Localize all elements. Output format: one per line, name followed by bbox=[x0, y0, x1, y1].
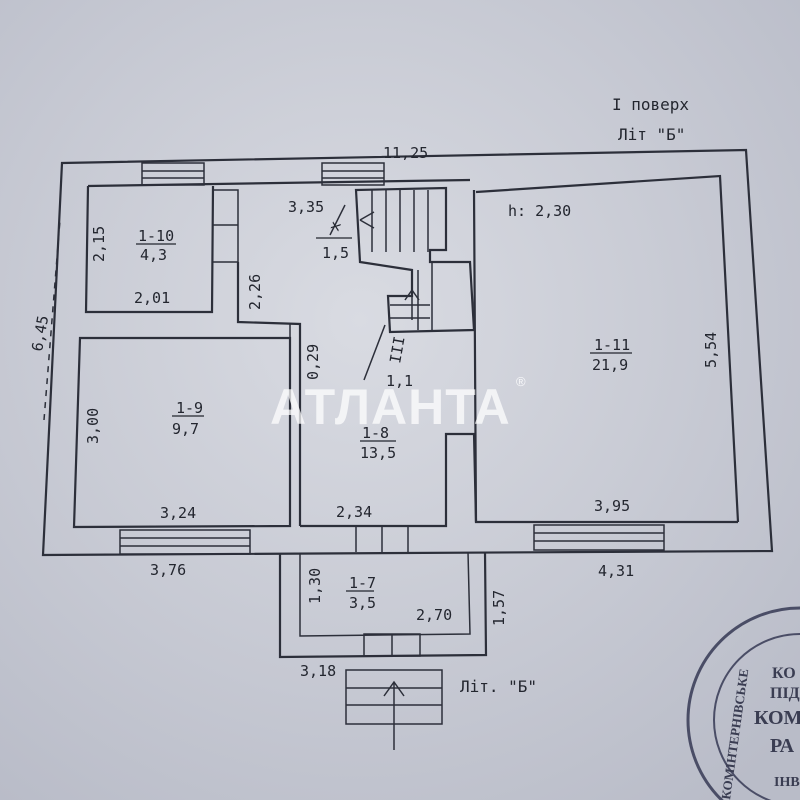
room-1-7-height: 1,30 bbox=[306, 568, 324, 604]
left-dimension-line bbox=[43, 219, 61, 421]
dim-porch-depth: 1,57 bbox=[490, 590, 508, 626]
room-1-11-id: 1-11 bbox=[594, 336, 630, 354]
stair-iii-area: 1,1 bbox=[386, 372, 413, 390]
dim-left-height: 6,45 bbox=[28, 314, 52, 353]
stair-iii-id: III bbox=[386, 335, 408, 365]
dim-partition: 0,29 bbox=[304, 344, 322, 380]
entry-steps bbox=[345, 669, 443, 750]
room-1-10-area: 4,3 bbox=[140, 246, 167, 264]
bottom-window-right bbox=[533, 524, 665, 551]
stamp-line-5: ІНВ bbox=[774, 775, 800, 790]
room-1-10-walls bbox=[84, 185, 215, 314]
door-1-10 bbox=[213, 189, 239, 263]
bottom-window-left bbox=[119, 529, 251, 555]
bottom-door bbox=[355, 526, 409, 552]
dim-total-width: 11,25 bbox=[383, 144, 428, 162]
watermark-text: АТЛАНТА bbox=[270, 379, 511, 435]
room-1-9-id: 1-9 bbox=[176, 399, 203, 417]
lit-label-bottom: Літ. "Б" bbox=[460, 677, 537, 696]
dim-bottom-right: 4,31 bbox=[598, 562, 634, 580]
dim-porch-width: 3,18 bbox=[300, 662, 336, 680]
room-1-8-area: 13,5 bbox=[360, 444, 396, 462]
room-1-9-walls bbox=[72, 336, 292, 529]
watermark-registered: ® bbox=[516, 374, 526, 389]
room-1-9-area: 9,7 bbox=[172, 420, 199, 438]
lit-label-top: Літ "Б" bbox=[618, 125, 685, 144]
ceiling-height: h: 2,30 bbox=[508, 202, 571, 220]
dim-bottom-left: 3,76 bbox=[150, 561, 186, 579]
top-window-left bbox=[141, 162, 205, 186]
staircase bbox=[329, 186, 476, 381]
porch-door bbox=[363, 633, 421, 657]
room-1-7-area: 3,5 bbox=[349, 594, 376, 612]
room-1-11-width: 3,95 bbox=[594, 497, 630, 515]
room-1-7-id: 1-7 bbox=[349, 574, 376, 592]
room-1-8-walls bbox=[300, 432, 478, 528]
stamp-line-3: КОМІ bbox=[754, 707, 800, 729]
floor-label: I поверх bbox=[612, 95, 689, 114]
room-1-10-height: 2,15 bbox=[90, 226, 108, 262]
corridor-wall bbox=[236, 262, 302, 526]
room-1-8-id: 1-8 bbox=[362, 424, 389, 442]
dim-right-height: 5,54 bbox=[702, 332, 720, 368]
dim-stair-width: 3,35 bbox=[288, 198, 324, 216]
stamp-line-1: КО bbox=[772, 665, 796, 682]
room-1-10-width: 2,01 bbox=[134, 289, 170, 307]
stair-x-area: 1,5 bbox=[322, 244, 349, 262]
room-1-10-id: 1-10 bbox=[138, 227, 174, 245]
room-1-9-height: 3,00 bbox=[84, 408, 102, 444]
stamp-line-2: ПІД bbox=[770, 685, 800, 702]
stamp-line-4: РА bbox=[770, 735, 795, 757]
room-1-11-area: 21,9 bbox=[592, 356, 628, 374]
room-1-9-width: 3,24 bbox=[160, 504, 196, 522]
dim-corridor-small: 2,26 bbox=[246, 274, 264, 310]
room-1-7-width: 2,70 bbox=[416, 606, 452, 624]
room-1-8-width: 2,34 bbox=[336, 503, 372, 521]
top-window-right bbox=[321, 162, 385, 186]
